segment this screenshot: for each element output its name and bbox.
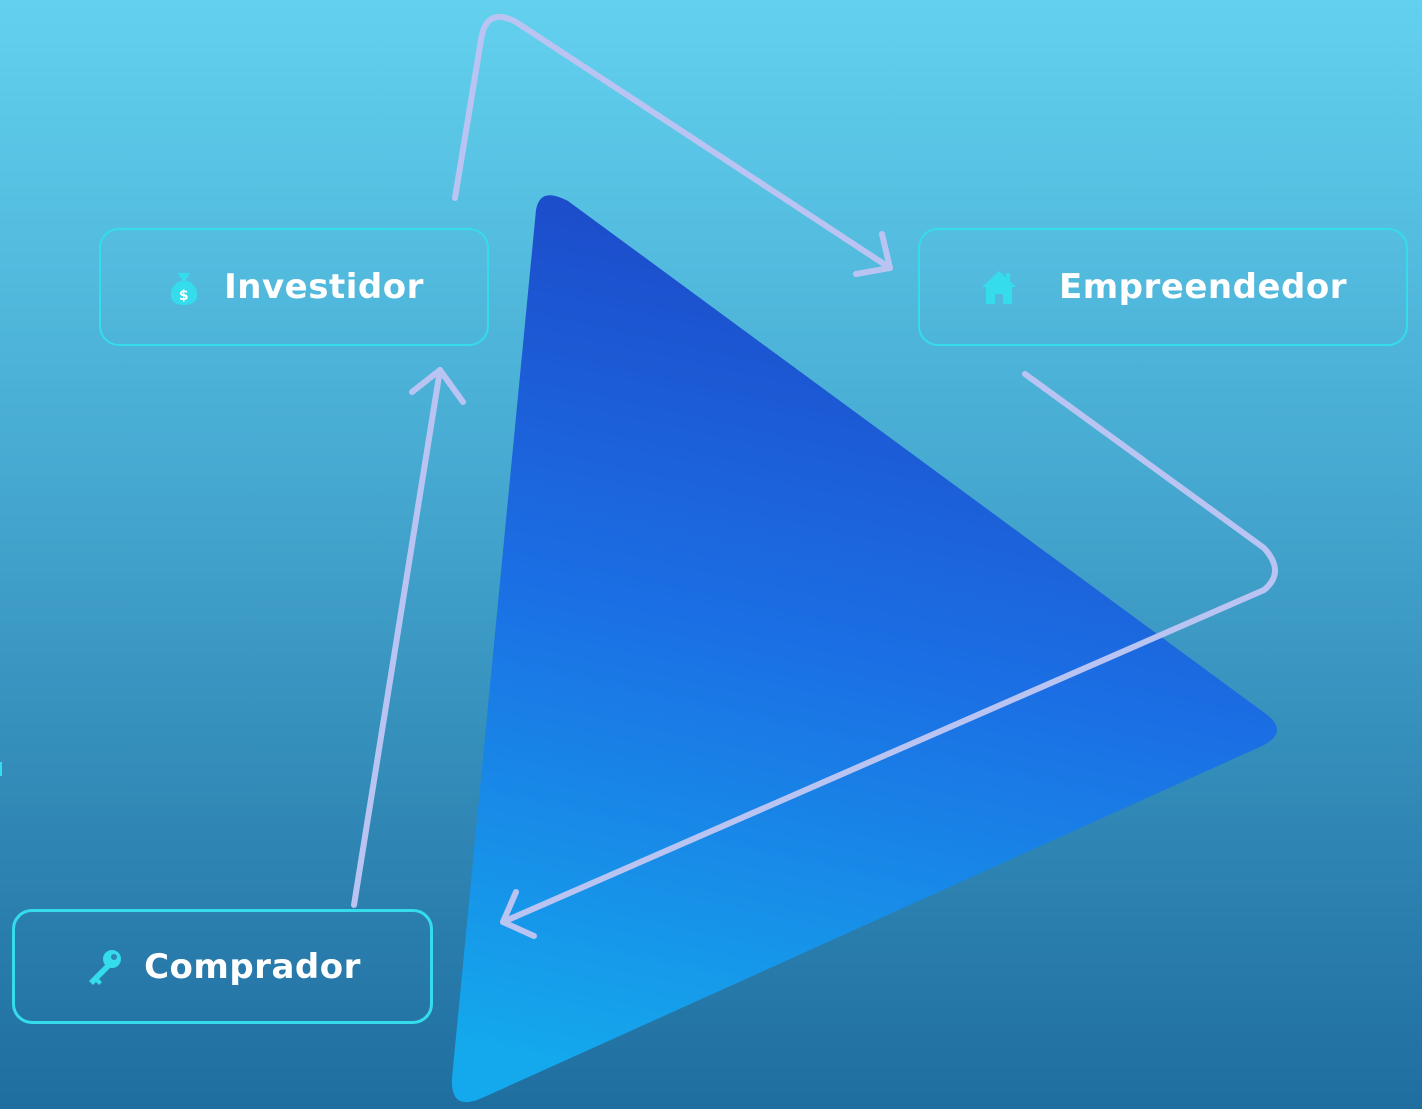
house-icon — [979, 267, 1019, 307]
node-comprador: Comprador — [12, 909, 433, 1024]
money-bag-icon: $ — [164, 267, 204, 307]
node-investidor: $ Investidor — [99, 228, 489, 346]
node-label: Comprador — [144, 946, 361, 987]
key-icon — [84, 947, 124, 987]
arrow-investidor-to-empreendedor — [452, 14, 893, 271]
arrowhead-comprador — [500, 889, 537, 939]
arrowhead-investidor — [409, 367, 466, 405]
svg-text:$: $ — [179, 288, 189, 304]
central-triangle — [451, 195, 1278, 1103]
node-empreendedor: Empreendedor — [918, 228, 1408, 346]
edge-tick — [0, 762, 2, 776]
arrowhead-empreendedor — [853, 231, 893, 277]
arrow-comprador-to-investidor — [351, 367, 443, 908]
arrow-empreendedor-to-comprador — [500, 371, 1278, 925]
node-label: Empreendedor — [1059, 267, 1347, 307]
node-label: Investidor — [224, 267, 424, 307]
